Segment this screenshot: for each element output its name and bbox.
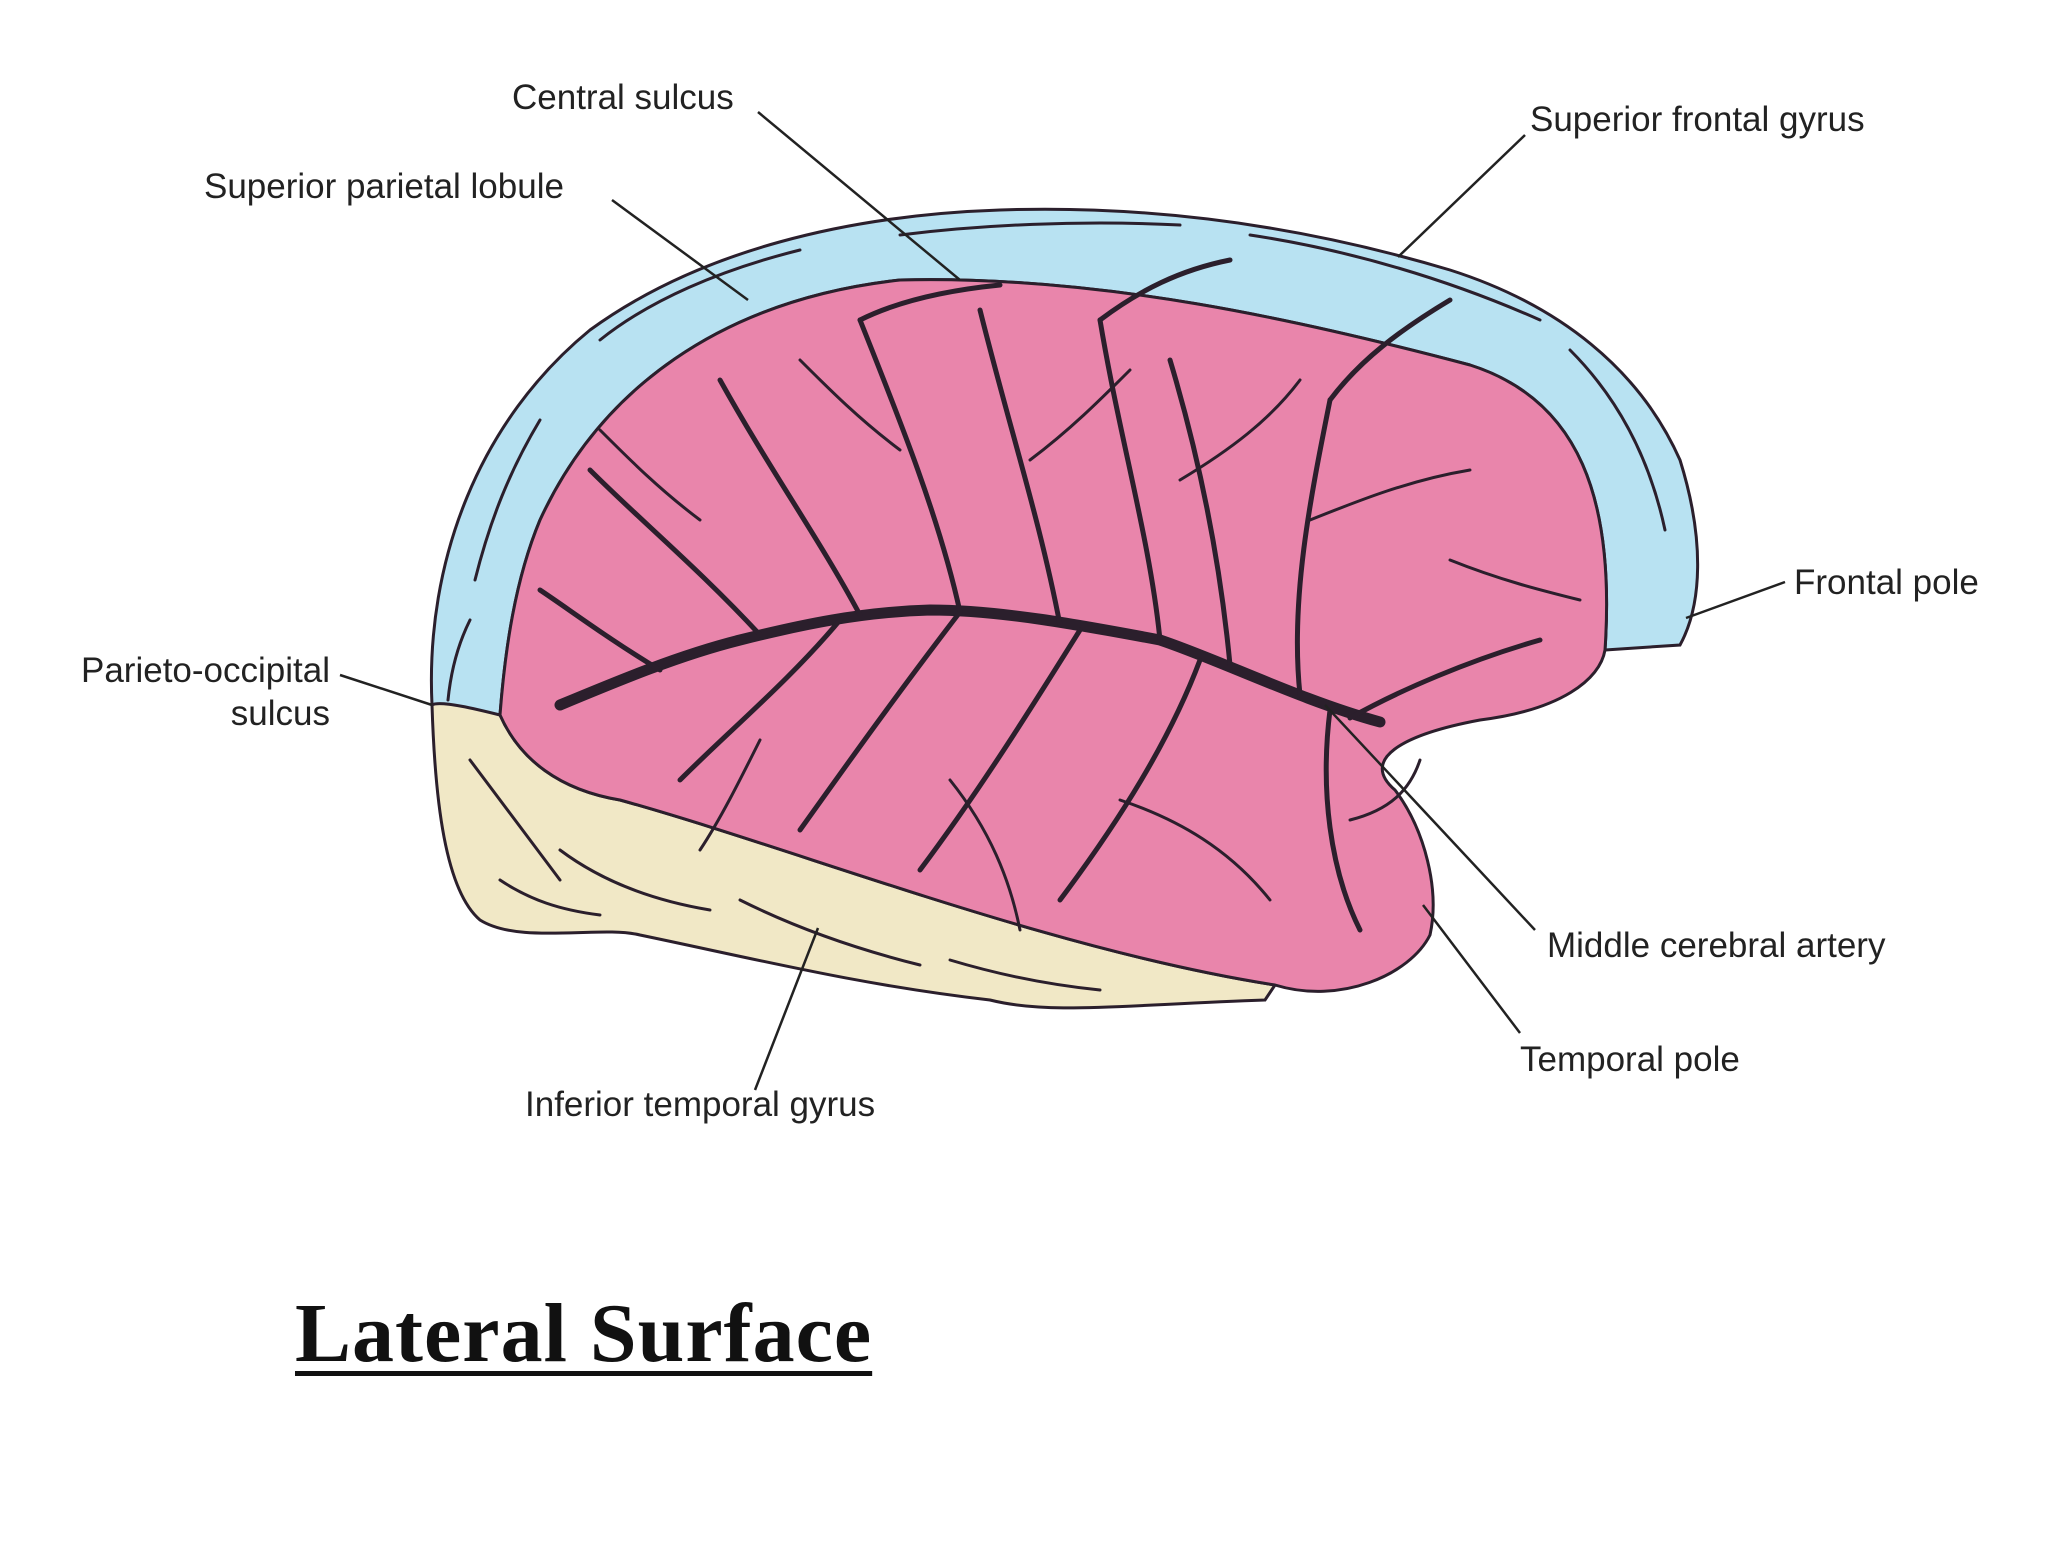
leader-frontal-pole — [1685, 580, 1786, 620]
leader-inferior-temporal-gyrus — [753, 927, 820, 1091]
leader-central-sulcus — [757, 111, 961, 281]
leader-middle-cerebral-artery — [1324, 704, 1536, 931]
mca-twigs — [598, 358, 1582, 932]
label-parieto-occipital-sulcus: Parieto-occipital sulcus — [40, 650, 330, 735]
leader-superior-parietal-lobule — [611, 198, 749, 302]
label-inferior-temporal-gyrus: Inferior temporal gyrus — [525, 1085, 876, 1124]
leader-parieto-occipital-sulcus — [339, 673, 433, 707]
pca-vessels — [468, 758, 1102, 992]
mca-branches — [537, 257, 1543, 933]
label-middle-cerebral-artery: Middle cerebral artery — [1547, 926, 1886, 965]
leader-superior-frontal-gyrus — [1397, 134, 1526, 258]
leader-temporal-pole — [1422, 904, 1521, 1034]
leader-lines — [339, 111, 1786, 1091]
diagram-caption: Lateral Surface — [295, 1287, 873, 1380]
label-frontal-pole: Frontal pole — [1794, 563, 1979, 602]
label-parieto-occipital-line1: Parieto-occipital — [81, 651, 330, 690]
label-superior-frontal-gyrus: Superior frontal gyrus — [1530, 100, 1865, 139]
label-central-sulcus: Central sulcus — [512, 78, 734, 117]
label-temporal-pole: Temporal pole — [1520, 1040, 1740, 1079]
label-superior-parietal-lobule: Superior parietal lobule — [204, 167, 564, 206]
aca-vessels — [446, 221, 1667, 702]
label-parieto-occipital-line2: sulcus — [230, 693, 330, 733]
